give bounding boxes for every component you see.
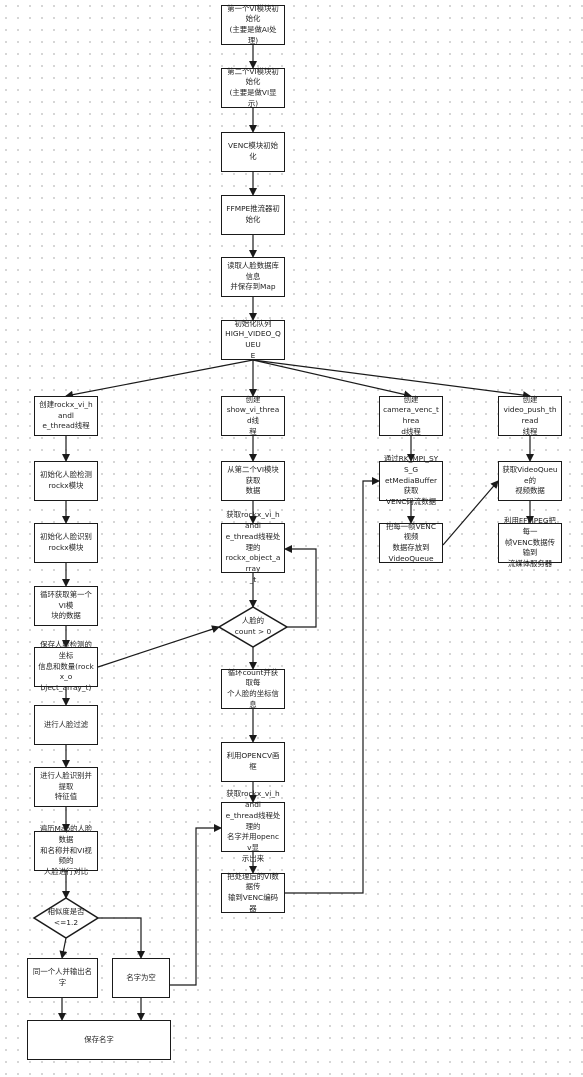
node-vi2-init: 第二个VI模块初始化 (主要是做VI显示) — [221, 67, 285, 108]
node-vi1-init: 第一个VI模块初始化 (主要是做AI处理) — [221, 4, 285, 45]
connector-arrow-18 — [59, 937, 68, 959]
node-get-name: 获取rockx_vi_handl e_thread线程处理的 名字并用openc… — [221, 789, 285, 863]
node-ffmpeg-push: 利用FFMPEG把每一 帧VENC数据传输到 流媒体服务器 — [498, 516, 562, 568]
node-loop-vi1: 循环获取第一个VI模 块的数据 — [34, 586, 98, 626]
connector-arrow-22 — [97, 625, 220, 668]
node-save-coords: 保存人脸检测的坐标 信息和数量(rockx_o bject_array_t) — [34, 640, 98, 692]
node-extract-feat: 进行人脸识别并提取 特征值 — [34, 767, 98, 807]
node-face-db: 读取人脸数据库信息 并保存到Map — [221, 257, 285, 297]
node-get-venc: 通过RK_MPI_SYS_G etMediaBuffer获取 VENC码流数据 — [379, 454, 443, 506]
node-create-push: 创建 video_push_thread 线程 — [498, 395, 562, 436]
decision-shape-similarity — [32, 897, 100, 939]
decision-similarity: 相似度是否 <=1.2 — [47, 907, 85, 927]
node-init-recog: 初始化人脸识别 rockx模块 — [34, 523, 98, 563]
node-ffmpeg-init: FFMPE推流器初始化 — [221, 195, 285, 235]
node-store-queue: 把每一帧VENC视频 数据存放到 VideoQueue — [379, 522, 443, 563]
node-traverse-map: 遍历Map的人脸数据 和名称并和VI视频的 人脸进行对比 — [34, 824, 98, 876]
connector-arrow-32 — [285, 477, 380, 894]
node-get-vi2: 从第二个VI模块获取 数据 — [221, 461, 285, 501]
connector-arrow-6 — [65, 359, 254, 399]
node-create-camera: 创建 camera_venc_threa d线程 — [379, 395, 443, 436]
decision-face-count: 人脸的 count > 0 — [234, 616, 272, 636]
node-queue-init: 初始化队列 HIGH_VIDEO_QUEU E — [221, 319, 285, 360]
node-save-name: 保存名字 — [27, 1020, 171, 1060]
node-same-person: 同一个人并输出名字 — [27, 958, 98, 998]
node-get-array: 获取rockx_vi_handl e_thread线程处理的 rockx_obj… — [221, 510, 285, 584]
node-create-show: 创建 show_vi_thread线 程 — [221, 395, 285, 436]
node-loop-count: 循环count并获取每 个人脸的坐标信息 — [221, 668, 285, 709]
node-init-detect: 初始化人脸检测 rockx模块 — [34, 461, 98, 501]
node-name-empty: 名字为空 — [112, 958, 170, 998]
connector-arrow-19 — [98, 917, 145, 959]
connector-arrow-8 — [252, 359, 412, 399]
node-opencv-draw: 利用OPENCV画框 — [221, 742, 285, 782]
decision-shape-face-count — [217, 606, 289, 648]
node-transfer-venc: 把处理后的VI数据传 输到VENC编码器 — [221, 872, 285, 913]
connector-arrow-9 — [252, 359, 531, 400]
connector-arrow-27 — [284, 545, 317, 628]
node-face-filter: 进行人脸过滤 — [34, 705, 98, 745]
connector-arrow-23 — [170, 824, 222, 986]
connector-arrow-35 — [442, 480, 499, 546]
node-get-queue: 获取VideoQueue的 视频数据 — [498, 461, 562, 501]
node-create-rockx: 创建rockx_vi_handl e_thread线程 — [34, 396, 98, 436]
node-venc-init: VENC模块初始化 — [221, 132, 285, 172]
